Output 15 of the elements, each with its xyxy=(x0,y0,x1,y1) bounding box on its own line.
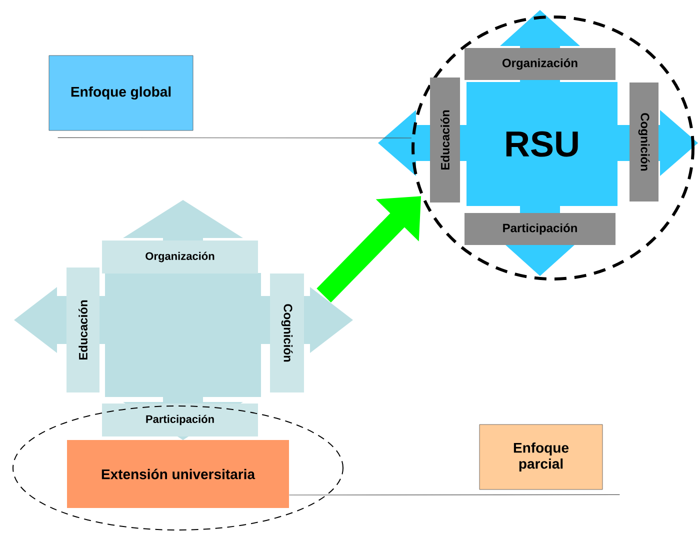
label-bar: Participación xyxy=(464,213,616,245)
center-square xyxy=(105,273,261,397)
label-bar: Cognición xyxy=(270,274,304,392)
label-bar: Cognición xyxy=(630,82,658,202)
label-bar: Educación xyxy=(66,268,100,392)
connector-line xyxy=(288,494,620,496)
connector-line xyxy=(58,137,412,138)
label-bar: Educación xyxy=(430,78,460,202)
label-bar: Organización xyxy=(102,240,258,274)
label-bar: Organización xyxy=(464,48,616,80)
center-square: RSU xyxy=(466,82,618,206)
dashed-ellipse xyxy=(12,406,344,530)
label-box: Extensión universitaria xyxy=(67,440,289,508)
label-box: Enfoque parcial xyxy=(479,424,603,490)
label-box: Enfoque global xyxy=(48,55,194,131)
